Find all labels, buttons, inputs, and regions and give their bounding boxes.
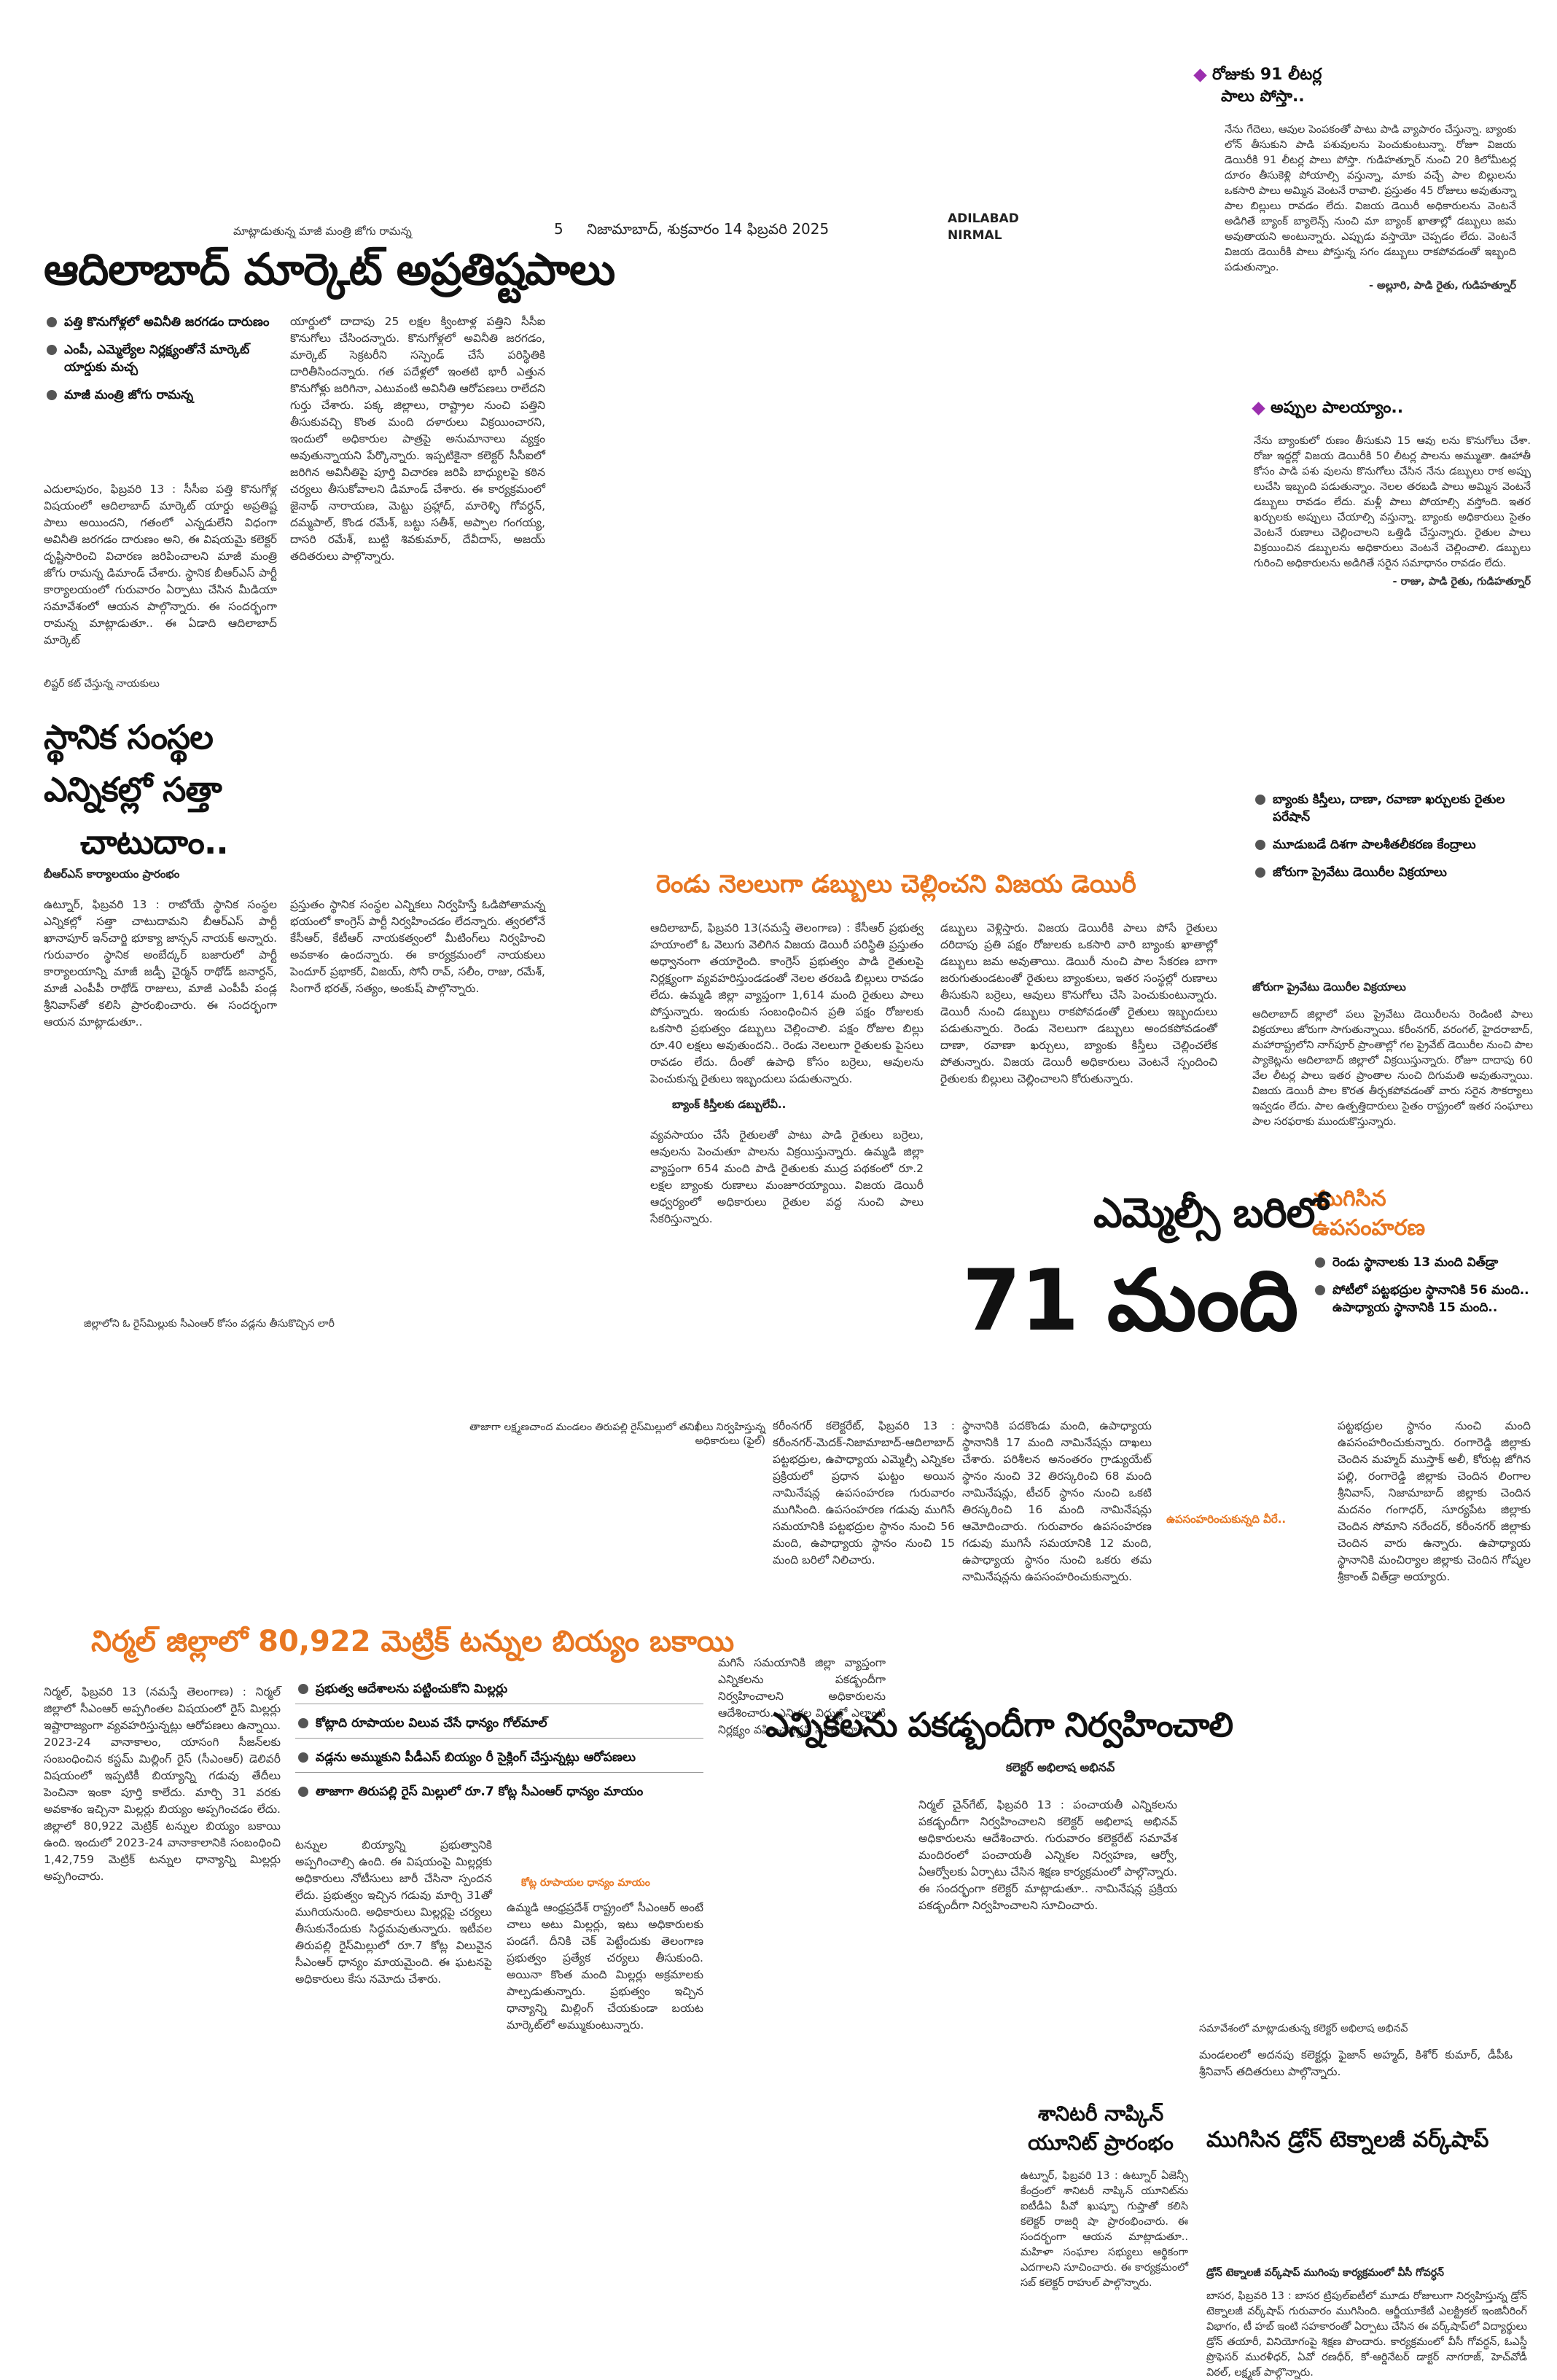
election-headline: ఎన్నికలను పకడ్బందీగా నిర్వహించాలి [765,1705,1233,1744]
mlc-bullet: పోటీలో పట్టభద్రుల స్థానానికి 56 మంది.. ఉ… [1312,1281,1531,1316]
drone-headline: ముగిసిన డ్రోన్ టెక్నాలజీ వర్క్‌షాప్ [1206,2127,1489,2153]
bullet-dot-icon [47,390,57,400]
quote-box-1: రోజుకు 91 లీటర్ల పాలు పోస్తా.. నేను గేదె… [1193,64,1516,294]
local-kicker: లిష్టర్ కట్ చేస్తున్న నాయకులు [44,678,160,690]
dairy-headline: రెండు నెలలుగా డబ్బులు చెల్లించని విజయ డె… [656,870,1136,899]
rice-mill-caption: తాజాగా లక్ష్మణచాంద మండలం తిరుపల్లి రైస్‌… [469,1421,765,1447]
bullet-dot-icon [298,1787,308,1797]
mlc-bullets: రెండు స్థానాలకు 13 మంది విత్‌డ్రా పోటీలో… [1312,1254,1531,1327]
quote-heading-1b: పాలు పోస్తా.. [1221,87,1305,106]
market-bullet: పత్తి కొనుగోళ్లలో అవినీతి జరగడం దారుణం [44,313,270,331]
market-bullet: ఎంపీ, ఎమ్మెల్యేల నిర్లక్ష్యంతోనే మార్కెట… [44,341,270,376]
drone-sub: డ్రోన్ టెక్నాలజీ వర్క్‌షాప్ ముగింపు కార్… [1206,2267,1444,2279]
date-line: నిజామాబాద్, శుక్రవారం 14 ఫిబ్రవరి 2025 [587,220,830,238]
mlc-body-col-4: పట్టభద్రుల స్థానం నుంచి మంది ఉపసంహరించుక… [1338,1419,1531,1583]
rice-body-col-3: కోట్ల రూపాయల ధాన్యం మాయం ఉమ్మడి ఆంధ్రప్ర… [507,1877,703,2032]
quote-body-1: నేను గేదెలు, ఆవుల పెంపకంతో పాటు పాడి వ్య… [1225,124,1516,273]
bullet-dot-icon [1315,1285,1325,1295]
bullet-dot-icon [47,345,57,355]
edition-label-2: NIRMAL [948,228,1002,243]
drone-body: బాసర, ఫిబ్రవరి 13 : బాసర ట్రిపుల్‌ఐటీలో … [1206,2290,1527,2379]
quote-heading-2: అప్పుల పాలయ్యాం.. [1252,397,1531,419]
private-dairy-body: ఆదిలాబాద్ జిల్లాలో పలు ప్రైవేటు డెయిరీలన… [1252,1009,1533,1128]
election-body-col-1: నిర్మల్ చైన్‌గేట్, ఫిబ్రవరి 13 : పంచాయతీ… [918,1798,1177,1912]
mlc-body-col-3: . [1166,1418,1327,1436]
market-body-col-1: ఎదులాపురం, ఫిబ్రవరి 13 : సీసీఐ పత్తి కొన… [44,483,277,647]
quote-sign-1: - అల్లూరి, పాడి రైతు, గుడిహత్నూర్ [1368,280,1516,292]
rice-bullet: కోట్లాది రూపాయల విలువ చేసే ధాన్యం గోల్‌మ… [295,1714,703,1739]
bullet-dot-icon [298,1684,308,1694]
market-bullet: మాజీ మంత్రి జోగు రామన్న [44,386,270,404]
page-number: 5 [554,220,563,238]
quote-body-2: నేను బ్యాంకులో రుణం తీసుకుని 15 ఆవు లను … [1254,435,1531,569]
bullet-dot-icon [298,1718,308,1728]
mlc-bullet: రెండు స్థానాలకు 13 మంది విత్‌డ్రా [1312,1254,1531,1271]
dairy-bullet: బ్యాంకు కిస్తీలు, దాణా, రవాణా ఖర్చులకు ర… [1252,791,1529,826]
diamond-icon [1252,401,1265,415]
bullet-dot-icon [47,317,57,327]
rice-bullet: ప్రభుత్వ ఆదేశాలను పట్టించుకోని మిల్లర్లు [295,1680,703,1704]
bullet-dot-icon [1315,1257,1325,1268]
quote-heading-1: రోజుకు 91 లీటర్ల [1193,64,1516,86]
market-bullets: పత్తి కొనుగోళ్లలో అవినీతి జరగడం దారుణం ఎ… [44,313,270,414]
rice-bullet: వడ్లను అమ్ముకుని పీడీఎస్ బియ్యం రీ సైక్ల… [295,1749,703,1773]
quote-sign-2: - రాజు, పాడి రైతు, గుడిహత్నూర్ [1392,576,1531,588]
bullet-dot-icon [1255,867,1265,878]
mlc-body-col-1: కరీంనగర్ కలెక్టరేట్, ఫిబ్రవరి 13 : కరీంన… [773,1419,955,1566]
local-sub: బీఆర్ఎస్ కార్యాలయం ప్రారంభం [44,867,180,881]
private-dairy-subhead: జోరుగా ప్రైవేటు డెయిరీల విక్రయాలు [1252,980,1406,994]
election-body-col-2: మండలంలో అదనపు కలెక్టర్లు ఫైజాన్ అహ్మద్, … [1199,2048,1513,2078]
mlc-sub: ఉపసంహరించుకున్నది వీరే.. [1166,1513,1287,1526]
dairy-body-col-1: ఆదిలాబాద్, ఫిబ్రవరి 13(నమస్తే తెలంగాణ) :… [650,921,924,1225]
napkin-body: ఉట్నూర్, ఫిబ్రవరి 13 : ఉట్నూర్ ఏజెన్సీ క… [1021,2170,1188,2289]
diamond-icon [1193,68,1207,82]
rice-body-col-2: టన్నుల బియ్యాన్ని ప్రభుత్వానికి అప్పగించ… [295,1838,492,1986]
dairy-bullet: మూడుబడే దిశగా పాలశీతలీకరణ కేంద్రాలు [1252,836,1529,854]
bullet-dot-icon [298,1752,308,1763]
mlc-headline-2: 71 మంది [962,1252,1298,1350]
election-sub: కలెక్టర్ అభిలాష అభినవ్ [1006,1760,1115,1774]
rice-body-col-4: మగిసే సమయానికి జిల్లా వ్యాప్తంగా ఎన్నికల… [718,1656,886,1736]
bullet-dot-icon [1255,840,1265,850]
mlc-body-col-2: స్థానానికి పదకొండు మంది, ఉపాధ్యాయ స్థానా… [962,1419,1152,1583]
rice-bullet: తాజాగా తిరుపల్లి రైస్ మిల్లులో రూ.7 కోట్… [295,1783,703,1800]
rice-subhead: కోట్ల రూపాయల ధాన్యం మాయం [521,1877,650,1889]
photo-kicker: మాట్లాడుతున్న మాజీ మంత్రి జోగు రామన్న [233,225,412,238]
market-body-col-2: యార్డులో దాదాపు 25 లక్షల క్వింటాళ్ల పత్త… [290,315,545,563]
rice-headline: నిర్మల్ జిల్లాలో 80,922 మెట్రిక్ టన్నుల … [91,1625,735,1658]
rice-truck-caption: జిల్లాలోని ఓ రైస్‌మిల్లుకు సీఎంఆర్ కోసం … [84,1318,335,1330]
rice-body-col-1: నిర్మల్, ఫిబ్రవరి 13 (నమస్తే తెలంగాణ) : … [44,1685,281,1883]
bullet-dot-icon [1255,795,1265,805]
local-body-col-2: ప్రస్తుతం స్థానిక సంస్థల ఎన్నికలు నిర్వహ… [290,898,545,995]
mlc-bullet-head: ముగిసిన ఉపసంహరణ [1312,1186,1426,1241]
market-headline: ఆదిలాబాద్ మార్కెట్ అప్రతిష్టపాలు [44,244,615,295]
local-headline: స్థానిక సంస్థల ఎన్నికల్లో సత్తా చాటుదాం.… [44,717,229,862]
edition-label-1: ADILABAD [948,211,1019,226]
napkin-headline: శానిటరీ నాప్కిన్ యూనిట్ ప్రారంభం [1028,2102,1174,2155]
dairy-bullet: జోరుగా ప్రైవేటు డెయిరీల విక్రయాలు [1252,864,1529,881]
mlc-headline-1: ఎమ్మెల్సీ బరిలో [1093,1190,1328,1237]
dairy-body-col-2: డబ్బులు వెళ్లిస్తారు. విజయ డెయిరీకి పాలు… [940,921,1217,1085]
election-photo-caption: సమావేశంలో మాట్లాడుతున్న కలెక్టర్ అభిలాష … [1199,2023,1408,2034]
dairy-bullets: బ్యాంకు కిస్తీలు, దాణా, రవాణా ఖర్చులకు ర… [1252,791,1529,891]
local-body-col-1: ఉట్నూర్, ఫిబ్రవరి 13 : రాబోయే స్థానిక సం… [44,898,277,1029]
dairy-subhead: బ్యాంక్ కిస్తీలకు డబ్బులేవీ.. [672,1098,787,1111]
rice-bullets: ప్రభుత్వ ఆదేశాలను పట్టించుకోని మిల్లర్లు… [295,1680,703,1811]
quote-box-2: అప్పుల పాలయ్యాం.. నేను బ్యాంకులో రుణం తీ… [1252,397,1531,590]
